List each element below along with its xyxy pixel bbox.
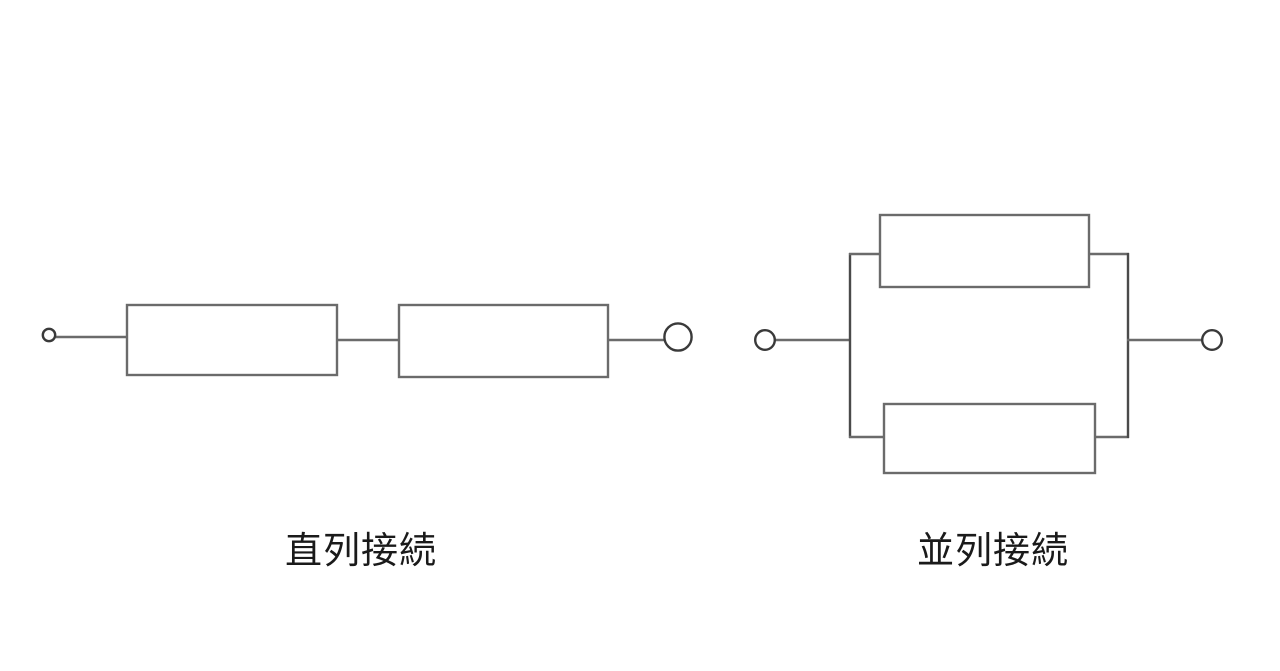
series-resistor-1	[125, 303, 339, 377]
parallel-resistor-bottom	[882, 402, 1097, 475]
parallel-circuit-caption: 並列接続	[917, 529, 1069, 572]
series-resistor-2	[397, 303, 610, 379]
series-left-terminal-node	[41, 327, 57, 343]
parallel-circuit-group	[754, 213, 1223, 475]
parallel-resistor-top	[878, 213, 1091, 289]
series-right-terminal-node	[663, 322, 693, 352]
parallel-left-terminal-node	[754, 329, 777, 352]
series-circuit-caption: 直列接続	[285, 529, 437, 572]
series-circuit-group	[41, 303, 693, 379]
parallel-right-terminal-node	[1200, 329, 1223, 352]
